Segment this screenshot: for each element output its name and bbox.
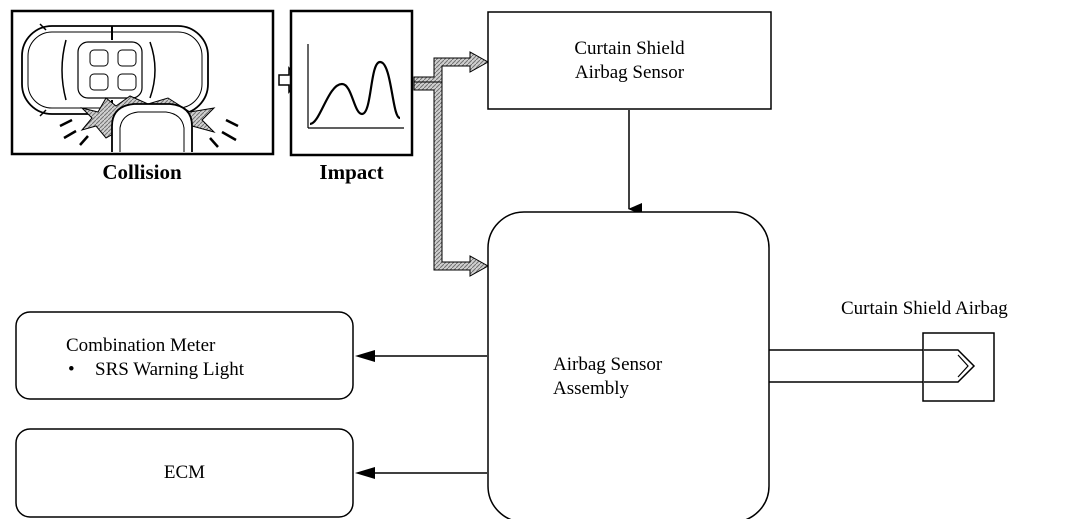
collision-illustration <box>10 9 275 156</box>
sensor-assembly-box <box>487 211 770 519</box>
srs-warning-light-item: SRS Warning Light <box>95 359 245 380</box>
curtain-shield-sensor-box <box>487 11 772 110</box>
ecm-label: ECM <box>163 462 206 483</box>
combination-meter-title: Combination Meter <box>66 335 216 356</box>
curtain-airbag-box <box>922 332 995 402</box>
sensor-assembly-line1: Airbag Sensor <box>553 354 663 375</box>
collision-label: Collision <box>102 160 182 184</box>
srs-bullet: • <box>68 359 75 380</box>
shock-signal-arrows <box>413 51 490 277</box>
assembly-to-ecm-arrow <box>355 467 375 479</box>
combination-meter-box <box>15 311 354 400</box>
curtain-shield-sensor-line1: Curtain Shield <box>574 38 685 59</box>
curtain-airbag-squib-icon <box>924 349 976 383</box>
ecm-box <box>15 428 354 518</box>
sensor-assembly-line2: Assembly <box>553 378 629 399</box>
impact-graph <box>289 9 414 157</box>
impact-label: Impact <box>319 160 384 184</box>
assembly-to-meter-arrow <box>355 350 375 362</box>
curtain-shield-sensor-line2: Airbag Sensor <box>574 62 685 83</box>
curtain-airbag-label: Curtain Shield Airbag <box>841 298 1008 319</box>
